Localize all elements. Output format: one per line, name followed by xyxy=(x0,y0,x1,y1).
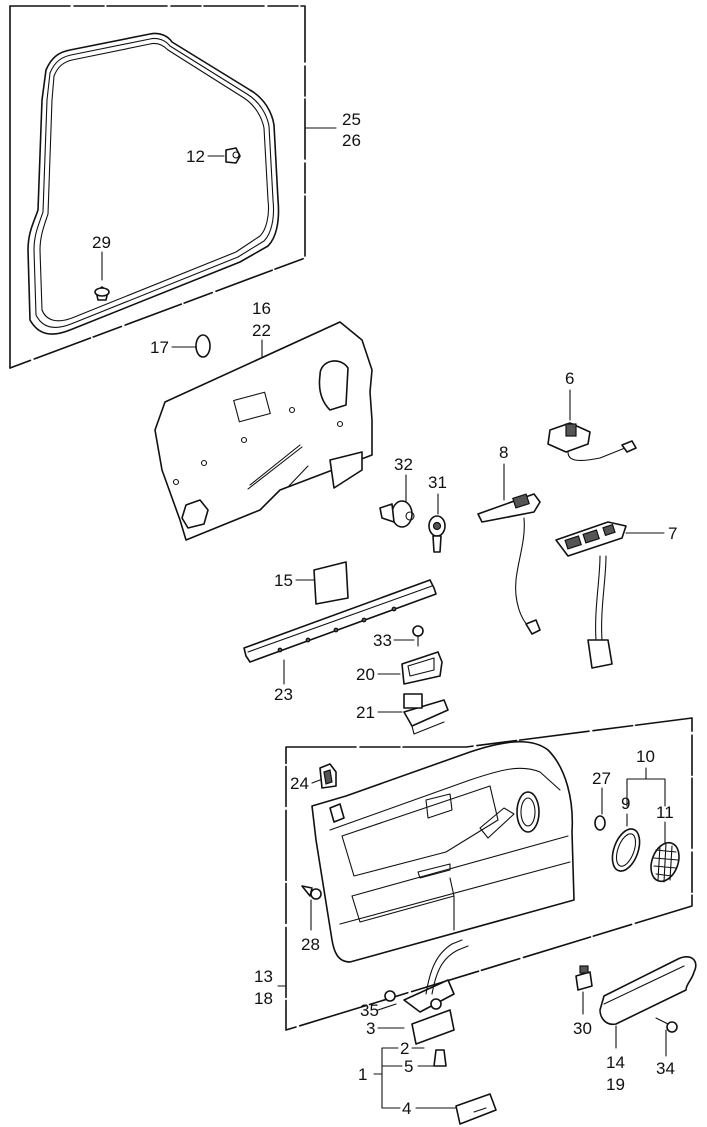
callout-8: 8 xyxy=(499,443,508,462)
hole-seal[interactable] xyxy=(195,334,211,358)
screw-34[interactable] xyxy=(655,1017,678,1033)
callout-1: 1 xyxy=(358,1065,367,1084)
callout-6: 6 xyxy=(565,369,574,388)
clip-27[interactable] xyxy=(594,815,606,831)
power-window-switch-master[interactable] xyxy=(555,521,627,669)
callout-35: 35 xyxy=(360,1001,379,1020)
leader-1-bracket xyxy=(373,1047,403,1109)
callout-13: 13 xyxy=(254,967,273,986)
callout-19: 19 xyxy=(606,1075,625,1094)
door-weatherstrip[interactable] xyxy=(27,32,280,335)
screw-35[interactable] xyxy=(384,990,396,1002)
callout-26: 26 xyxy=(342,131,361,150)
clip-30[interactable] xyxy=(575,965,593,991)
clip-32[interactable] xyxy=(379,500,415,528)
callout-33: 33 xyxy=(373,631,392,650)
clip-28[interactable] xyxy=(301,885,322,900)
callout-27: 27 xyxy=(592,769,611,788)
callout-23: 23 xyxy=(274,685,293,704)
callout-14: 14 xyxy=(606,1053,625,1072)
speaker-grille[interactable] xyxy=(646,821,684,885)
callout-20: 20 xyxy=(356,665,375,684)
callout-22: 22 xyxy=(252,321,271,340)
speaker-ring[interactable] xyxy=(607,813,645,875)
leader-24 xyxy=(311,779,321,784)
callout-11: 11 xyxy=(656,803,674,822)
callout-29: 29 xyxy=(92,233,111,252)
callout-34: 34 xyxy=(656,1059,675,1078)
armrest[interactable] xyxy=(599,956,697,1026)
callout-5: 5 xyxy=(404,1057,413,1076)
courtesy-light-assembly[interactable] xyxy=(403,939,469,1045)
callout-2: 2 xyxy=(400,1039,409,1058)
pocket-20[interactable] xyxy=(401,651,443,685)
bulb-5[interactable] xyxy=(433,1049,447,1067)
callout-24: 24 xyxy=(290,774,309,793)
callout-17: 17 xyxy=(150,338,169,357)
lining-grommet[interactable] xyxy=(319,763,337,789)
callout-7: 7 xyxy=(668,524,677,543)
leader-35 xyxy=(377,1003,397,1011)
callout-9: 9 xyxy=(621,794,630,813)
screw-33[interactable] xyxy=(412,625,424,647)
callout-28: 28 xyxy=(301,935,320,954)
callout-10: 10 xyxy=(636,747,655,766)
frame-weatherstrip xyxy=(9,5,306,369)
callout-21: 21 xyxy=(356,703,375,722)
escutcheon-31[interactable] xyxy=(428,515,446,553)
callout-30: 30 xyxy=(573,1019,592,1038)
callout-15: 15 xyxy=(274,571,293,590)
callout-18: 18 xyxy=(254,989,273,1008)
callout-32: 32 xyxy=(394,455,413,474)
sheet-15[interactable] xyxy=(313,561,349,605)
callout-3: 3 xyxy=(366,1019,375,1038)
callout-16: 16 xyxy=(252,299,271,318)
lens-4[interactable] xyxy=(455,1093,497,1125)
callout-25: 25 xyxy=(342,110,361,129)
bracket-21[interactable] xyxy=(403,693,449,735)
door-hole-cover[interactable] xyxy=(154,321,373,541)
leader-10-bracket xyxy=(626,767,666,807)
callout-12: 12 xyxy=(186,147,205,166)
clip-29[interactable] xyxy=(94,286,110,301)
callout-31: 31 xyxy=(428,473,447,492)
clip-12[interactable] xyxy=(225,147,241,164)
door-lining-panel[interactable] xyxy=(311,740,575,963)
frame-door-lining xyxy=(285,717,693,1031)
callout-4: 4 xyxy=(402,1099,411,1118)
power-window-switch-single[interactable] xyxy=(477,493,541,635)
armrest-rail[interactable] xyxy=(243,579,437,663)
mirror-switch[interactable] xyxy=(547,422,637,462)
